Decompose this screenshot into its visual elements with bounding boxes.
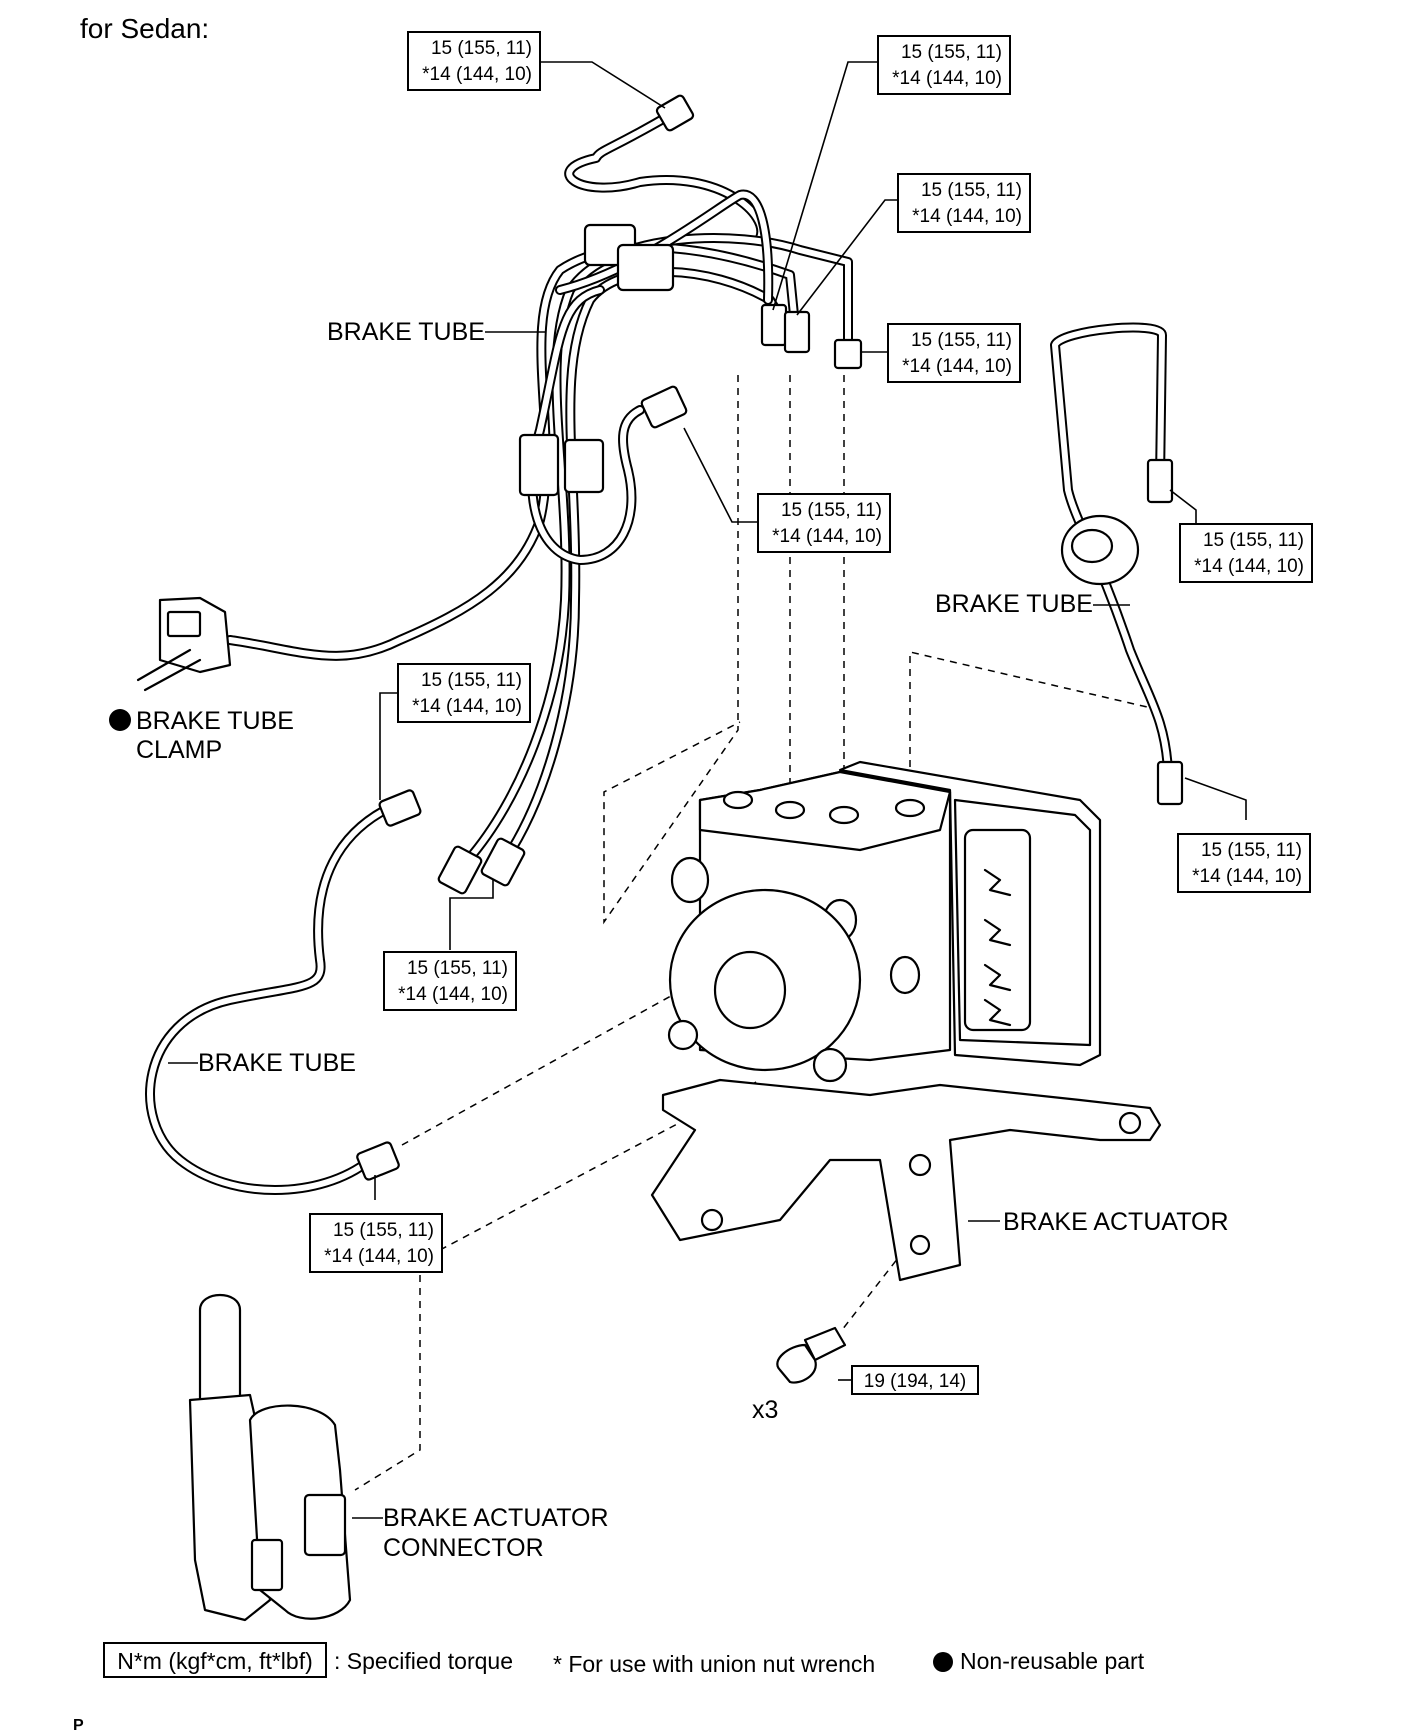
bolt-quantity: x3 bbox=[752, 1396, 778, 1424]
torque-box-9: 15 (155, 11) *14 (144, 10) bbox=[383, 951, 517, 1011]
svg-text:15 (155, 11): 15 (155, 11) bbox=[781, 500, 882, 521]
svg-text:*14 (144, 10): *14 (144, 10) bbox=[902, 356, 1012, 377]
brake-tube-clamp bbox=[136, 596, 232, 692]
svg-text:15 (155, 11): 15 (155, 11) bbox=[407, 958, 508, 979]
label-brake-actuator: BRAKE ACTUATOR bbox=[1003, 1208, 1229, 1236]
svg-text:*14 (144, 10): *14 (144, 10) bbox=[772, 526, 882, 547]
torque-box-2: 15 (155, 11) *14 (144, 10) bbox=[877, 35, 1011, 95]
torque-box-10: 15 (155, 11) *14 (144, 10) bbox=[309, 1213, 443, 1273]
legend-unit-text: : Specified torque bbox=[334, 1648, 513, 1674]
torque-box-6: 15 (155, 11) *14 (144, 10) bbox=[1179, 523, 1313, 583]
svg-text:19 (194, 14): 19 (194, 14) bbox=[864, 1371, 966, 1392]
brake-tube-lower-left bbox=[145, 789, 526, 1195]
svg-text:15 (155, 11): 15 (155, 11) bbox=[901, 42, 1002, 63]
brake-tube-right bbox=[1050, 322, 1184, 806]
svg-text:*14 (144, 10): *14 (144, 10) bbox=[398, 984, 508, 1005]
label-brake-tube-clamp-2: CLAMP bbox=[136, 736, 222, 764]
svg-text:*14 (144, 10): *14 (144, 10) bbox=[1194, 556, 1304, 577]
svg-text:*14 (144, 10): *14 (144, 10) bbox=[1192, 866, 1302, 887]
legend-unit: N*m (kgf*cm, ft*lbf) bbox=[117, 1648, 313, 1674]
tube-fittings-top bbox=[640, 94, 863, 429]
mounting-bolt bbox=[776, 1326, 847, 1384]
svg-text:15 (155, 11): 15 (155, 11) bbox=[333, 1220, 434, 1241]
footer-code: P bbox=[73, 1717, 84, 1734]
torque-box-3: 15 (155, 11) *14 (144, 10) bbox=[897, 173, 1031, 233]
brake-actuator-connector bbox=[188, 1294, 352, 1622]
svg-text:15 (155, 11): 15 (155, 11) bbox=[1203, 530, 1304, 551]
torque-box-5: 15 (155, 11) *14 (144, 10) bbox=[757, 493, 891, 553]
torque-box-4: 15 (155, 11) *14 (144, 10) bbox=[887, 323, 1021, 383]
svg-text:15 (155, 11): 15 (155, 11) bbox=[421, 670, 522, 691]
svg-text:15 (155, 11): 15 (155, 11) bbox=[911, 330, 1012, 351]
legend-nonreusable: Non-reusable part bbox=[960, 1648, 1145, 1674]
torque-box-7: 15 (155, 11) *14 (144, 10) bbox=[397, 663, 531, 723]
torque-box-bolt: 19 (194, 14) bbox=[851, 1365, 979, 1395]
label-brake-tube-lower: BRAKE TUBE bbox=[198, 1049, 356, 1077]
label-brake-tube-upper: BRAKE TUBE bbox=[327, 318, 485, 346]
svg-text:*14 (144, 10): *14 (144, 10) bbox=[412, 696, 522, 717]
label-brake-tube-right: BRAKE TUBE bbox=[935, 590, 1093, 618]
label-brake-actuator-connector-1: BRAKE ACTUATOR bbox=[383, 1504, 609, 1532]
page-title: for Sedan: bbox=[80, 13, 209, 44]
legend-wrench-note: * For use with union nut wrench bbox=[553, 1651, 875, 1677]
brake-actuator bbox=[650, 760, 1162, 1282]
legend: N*m (kgf*cm, ft*lbf) : Specified torque … bbox=[103, 1642, 1145, 1678]
legend-bullet-icon bbox=[933, 1652, 953, 1672]
label-brake-tube-clamp-1: BRAKE TUBE bbox=[136, 707, 294, 735]
leader-lines bbox=[168, 61, 1247, 1519]
svg-text:15 (155, 11): 15 (155, 11) bbox=[431, 38, 532, 59]
svg-text:*14 (144, 10): *14 (144, 10) bbox=[912, 206, 1022, 227]
torque-box-8: 15 (155, 11) *14 (144, 10) bbox=[1177, 833, 1311, 893]
torque-box-1: 15 (155, 11) *14 (144, 10) bbox=[407, 31, 541, 91]
nonreusable-bullet-icon bbox=[109, 709, 131, 731]
svg-text:*14 (144, 10): *14 (144, 10) bbox=[422, 64, 532, 85]
svg-text:15 (155, 11): 15 (155, 11) bbox=[1201, 840, 1302, 861]
tube-clamps bbox=[518, 223, 675, 497]
svg-text:15 (155, 11): 15 (155, 11) bbox=[921, 180, 1022, 201]
label-brake-actuator-connector-2: CONNECTOR bbox=[383, 1534, 544, 1562]
svg-text:*14 (144, 10): *14 (144, 10) bbox=[892, 68, 1002, 89]
svg-text:*14 (144, 10): *14 (144, 10) bbox=[324, 1246, 434, 1267]
